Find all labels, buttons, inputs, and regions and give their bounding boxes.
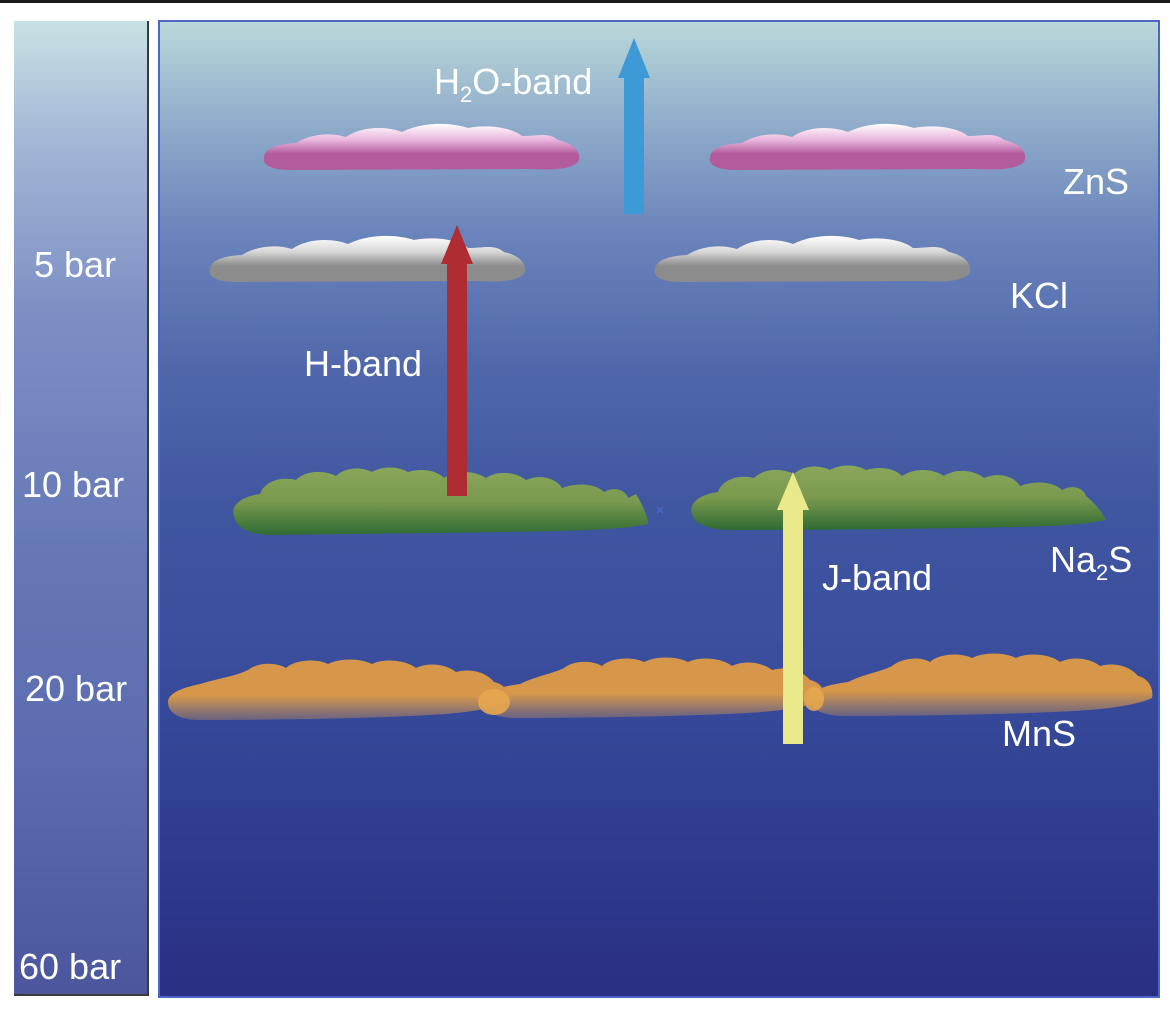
cloud-na2s-left: [233, 467, 648, 535]
cloud-na2s-right: [691, 465, 1106, 530]
atmosphere-diagram: H2O-band H-band J-band ZnS KCl Na2S MnS: [158, 20, 1160, 998]
top-border-line: [0, 0, 1170, 3]
cloud-zns-right: [709, 123, 1026, 170]
pressure-label-20: 20 bar: [25, 668, 128, 709]
species-label-mns: MnS: [1002, 713, 1077, 754]
h2o-band-label: H2O-band: [434, 61, 593, 107]
h2o-band-arrow: [618, 38, 650, 214]
j-band-arrow: [777, 472, 809, 744]
cloud-layer-drawing: [168, 38, 1153, 744]
pressure-label-10: 10 bar: [22, 464, 125, 505]
h-band-arrow: [441, 225, 473, 496]
cloud-kcl-left: [209, 235, 526, 282]
pressure-label-5: 5 bar: [34, 244, 117, 285]
species-label-kcl: KCl: [1010, 275, 1069, 316]
pressure-label-60: 60 bar: [19, 946, 122, 987]
cloud-kcl-right: [654, 235, 971, 282]
pressure-scale: 5 bar 10 bar 20 bar 60 bar: [14, 21, 149, 996]
cloud-mns-overlap-left: [478, 689, 510, 715]
j-band-label: J-band: [822, 557, 933, 598]
species-label-na2s: Na2S: [1050, 539, 1133, 585]
cloud-zns-left: [263, 123, 580, 170]
species-label-zns: ZnS: [1063, 161, 1130, 202]
cloud-mns-left: [168, 659, 509, 720]
cross-marker: [656, 506, 664, 514]
cloud-mns-middle: [481, 657, 825, 718]
cloud-mns-overlap-right: [804, 687, 824, 711]
h-band-label: H-band: [304, 343, 423, 384]
cloud-mns-right: [809, 653, 1153, 716]
